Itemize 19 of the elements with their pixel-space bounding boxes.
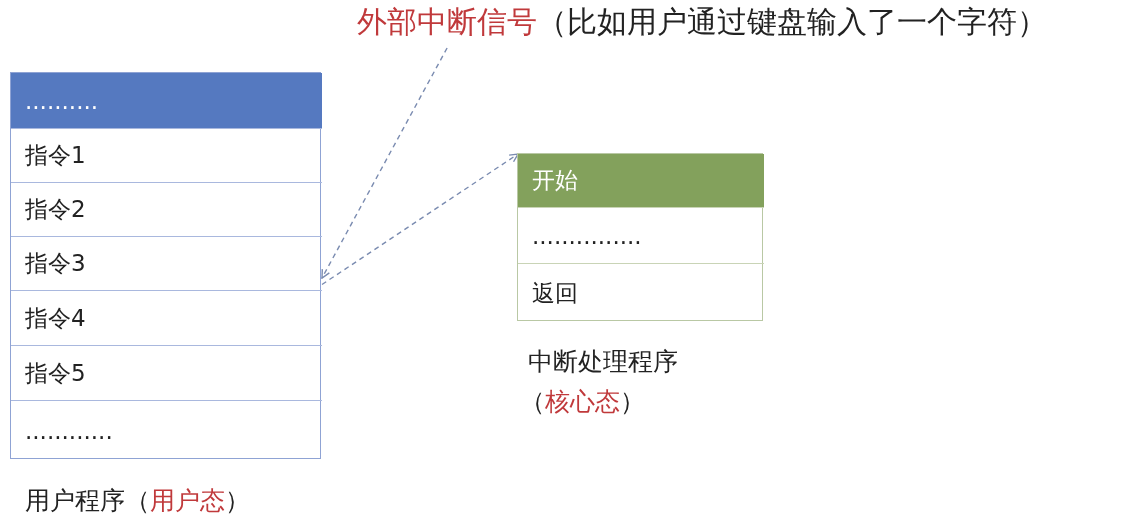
header-row: 开始 (518, 154, 764, 208)
node-label: （核心态） (520, 386, 645, 418)
node-label: 用户程序 (25, 485, 125, 517)
header-row: .......... (11, 73, 322, 129)
table-row: 指令2 (11, 183, 322, 237)
annotation-text: 外部中断信号（比如用户通过键盘输入了一个字符） (357, 2, 1126, 48)
table-row: ............ (11, 401, 322, 460)
node-label: （用户态） (125, 485, 250, 517)
dashed-arrow (321, 153, 519, 286)
node-label: 中断处理程序 (528, 346, 678, 378)
table-row: 返回 (518, 264, 764, 322)
table-row: 指令3 (11, 237, 322, 291)
user-program-table (10, 72, 321, 459)
table-row: ............... (518, 208, 764, 264)
handler-table (517, 153, 763, 321)
table-row: 指令5 (11, 346, 322, 401)
table-row: 指令4 (11, 291, 322, 346)
table-row: 指令1 (11, 129, 322, 183)
dashed-arrow (321, 47, 448, 279)
